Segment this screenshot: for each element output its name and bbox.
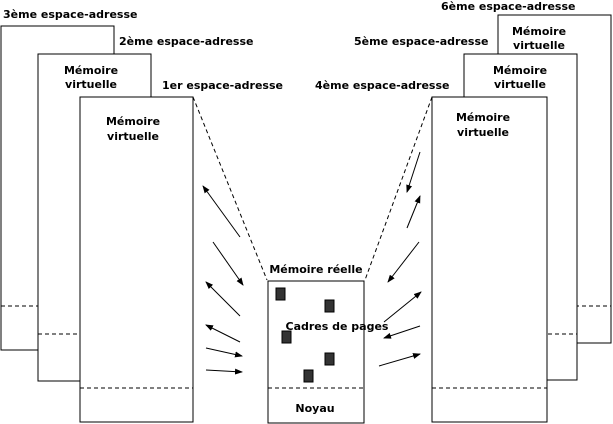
address-space-6-label: 6ème espace-adresse [441, 0, 575, 13]
real-memory-box [267, 280, 365, 424]
mapping-arrow [205, 368, 243, 375]
address-space-5-vm-label-line1: Mémoire [493, 64, 547, 77]
mapping-arrow [212, 241, 244, 286]
address-space-6-vm-label-line1: Mémoire [512, 25, 566, 38]
address-space-1-label: 1er espace-adresse [162, 79, 283, 92]
kernel-label: Noyau [295, 402, 334, 415]
address-space-1-vm-label-line1: Mémoire [106, 115, 160, 128]
page-frame [275, 287, 286, 301]
address-space-4-label: 4ème espace-adresse [315, 79, 449, 92]
mapping-arrow [202, 185, 241, 238]
address-space-4-box [431, 96, 548, 423]
real-memory-title: Mémoire réelle [269, 263, 362, 276]
projection-line-right [364, 96, 433, 281]
projection-line-left [192, 96, 268, 281]
address-space-6-vm-label-line2: virtuelle [513, 39, 565, 52]
page-frame [324, 299, 335, 313]
mapping-arrow [387, 241, 420, 283]
address-space-2-vm-label-line2: virtuelle [65, 78, 117, 91]
address-space-2-vm-label-line1: Mémoire [64, 64, 118, 77]
address-space-1-vm-label-line2: virtuelle [107, 130, 159, 143]
page-frame [281, 330, 292, 344]
mapping-arrow [205, 324, 241, 343]
page-frame [303, 369, 314, 383]
address-space-1-box [79, 96, 194, 423]
address-space-4-vm-label-line2: virtuelle [457, 126, 509, 139]
page-frames-label: Cadres de pages [286, 320, 389, 333]
mapping-arrow [378, 353, 421, 367]
address-space-4-vm-label-line1: Mémoire [456, 111, 510, 124]
page-frame [324, 352, 335, 366]
address-space-5-vm-label-line2: virtuelle [494, 78, 546, 91]
mapping-arrow [383, 291, 422, 323]
address-space-5-label: 5ème espace-adresse [354, 35, 488, 48]
mapping-arrow [205, 281, 241, 317]
address-space-3-label: 3ème espace-adresse [3, 8, 137, 21]
mapping-arrow [406, 151, 421, 193]
address-space-2-label: 2ème espace-adresse [119, 35, 253, 48]
mapping-arrow [383, 325, 421, 339]
mapping-arrow [205, 347, 243, 358]
mapping-arrow [406, 195, 421, 229]
